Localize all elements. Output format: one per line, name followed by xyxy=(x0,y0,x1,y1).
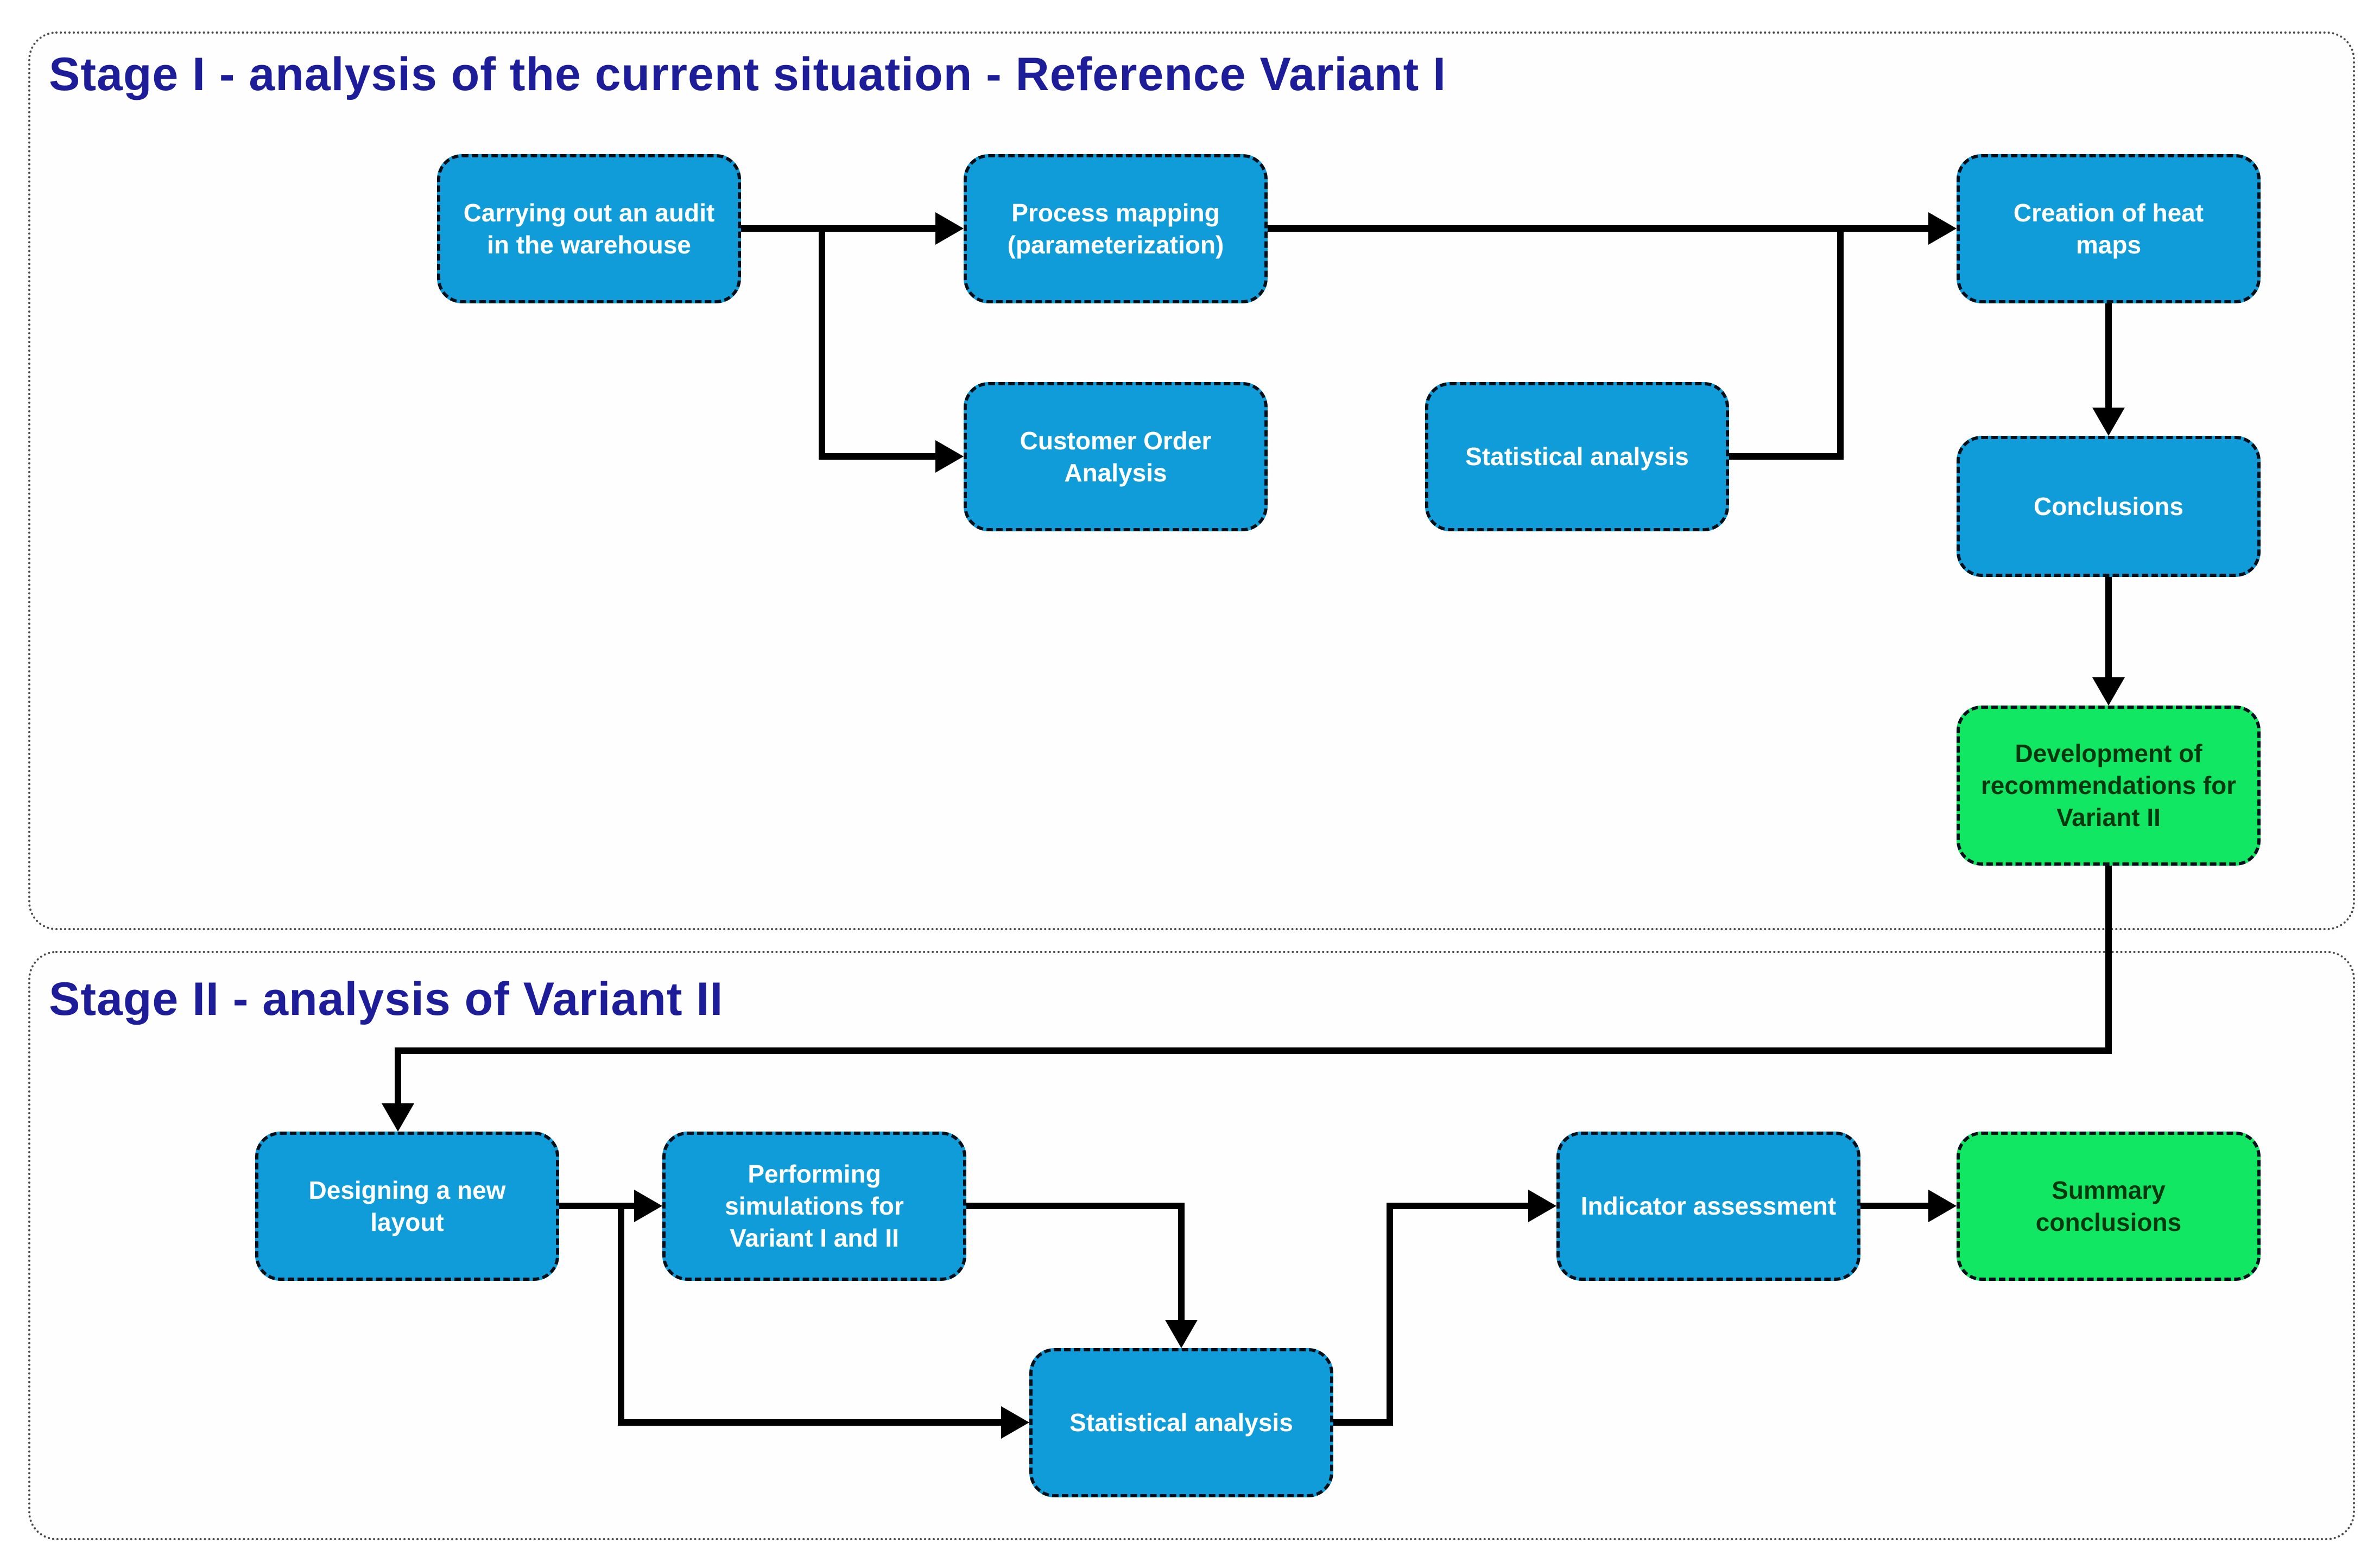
connector-cross-stage-horizontal xyxy=(395,1047,2112,1054)
connector-stat1-to-merge xyxy=(1729,453,1844,460)
node-statistical-analysis-1: Statistical analysis xyxy=(1425,382,1729,531)
node-process-mapping: Process mapping (parameterization) xyxy=(964,154,1268,303)
arrowhead-to-stat2-top-icon xyxy=(1165,1320,1198,1348)
node-label: Performing simulations for Variant I and… xyxy=(725,1160,904,1252)
node-label: Customer Order Analysis xyxy=(1020,426,1212,487)
node-indicator-assessment: Indicator assessment xyxy=(1556,1132,1860,1281)
connector-indicator-to-summary xyxy=(1859,1203,1929,1209)
node-label: Indicator assessment xyxy=(1580,1192,1837,1221)
stage1-title: Stage I - analysis of the current situat… xyxy=(49,48,1447,100)
node-heat-maps: Creation of heat maps xyxy=(1957,154,2261,303)
node-conclusions: Conclusions xyxy=(1957,436,2261,577)
connector-stat2-up xyxy=(1387,1203,1393,1426)
connector-perform-right xyxy=(965,1203,1185,1209)
arrowhead-to-heat-icon xyxy=(1928,212,1957,245)
node-performing-simulations: Performing simulations for Variant I and… xyxy=(662,1132,966,1281)
arrowhead-to-perform-icon xyxy=(634,1190,662,1222)
connector-branch-to-stat2 xyxy=(618,1419,1002,1426)
node-development-recommendations: Development of recommendations for Varia… xyxy=(1957,706,2261,866)
node-label: Process mapping (parameterization) xyxy=(1007,198,1224,259)
connector-design-to-perform xyxy=(558,1203,635,1209)
connector-audit-split-vertical xyxy=(819,225,825,460)
arrowhead-to-process-icon xyxy=(935,212,964,245)
arrowhead-to-summary-icon xyxy=(1928,1190,1957,1222)
arrowhead-to-design-icon xyxy=(382,1103,414,1132)
node-label: Development of recommendations for Varia… xyxy=(1980,739,2237,831)
node-label: Statistical analysis xyxy=(1465,442,1689,471)
node-summary-conclusions: Summary conclusions xyxy=(1957,1132,2261,1281)
node-designing-layout: Designing a new layout xyxy=(255,1132,559,1281)
node-label: Statistical analysis xyxy=(1069,1408,1293,1437)
node-label: Designing a new layout xyxy=(308,1176,506,1236)
connector-to-indicator xyxy=(1387,1203,1528,1209)
arrowhead-to-stat2-icon xyxy=(1001,1406,1029,1439)
arrowhead-to-indicator-icon xyxy=(1528,1190,1556,1222)
arrowhead-to-conclusions-icon xyxy=(2092,408,2125,436)
connector-dev-down xyxy=(2105,865,2112,1054)
node-label: Conclusions xyxy=(2033,492,2184,520)
arrowhead-to-customer-icon xyxy=(935,440,964,473)
connector-down-to-design xyxy=(395,1047,401,1104)
node-audit-warehouse: Carrying out an audit in the warehouse xyxy=(437,154,741,303)
arrowhead-to-dev-icon xyxy=(2092,677,2125,706)
connector-stat2-right xyxy=(1332,1419,1393,1426)
connector-perform-down xyxy=(1178,1203,1185,1321)
node-label: Creation of heat maps xyxy=(2013,198,2204,259)
connector-process-to-heat xyxy=(1268,225,1929,232)
connector-split-to-customer xyxy=(819,453,937,460)
connector-conclusions-to-dev xyxy=(2105,576,2112,679)
node-statistical-analysis-2: Statistical analysis xyxy=(1029,1348,1333,1497)
node-label: Carrying out an audit in the warehouse xyxy=(463,198,715,259)
stage2-title: Stage II - analysis of Variant II xyxy=(49,973,724,1025)
connector-heat-to-conclusions xyxy=(2105,302,2112,409)
connector-design-branch-vertical xyxy=(618,1203,624,1426)
connector-audit-split xyxy=(741,225,937,232)
node-customer-order-analysis: Customer Order Analysis xyxy=(964,382,1268,531)
node-label: Summary conclusions xyxy=(2035,1176,2182,1236)
connector-merge-vertical xyxy=(1837,225,1844,460)
